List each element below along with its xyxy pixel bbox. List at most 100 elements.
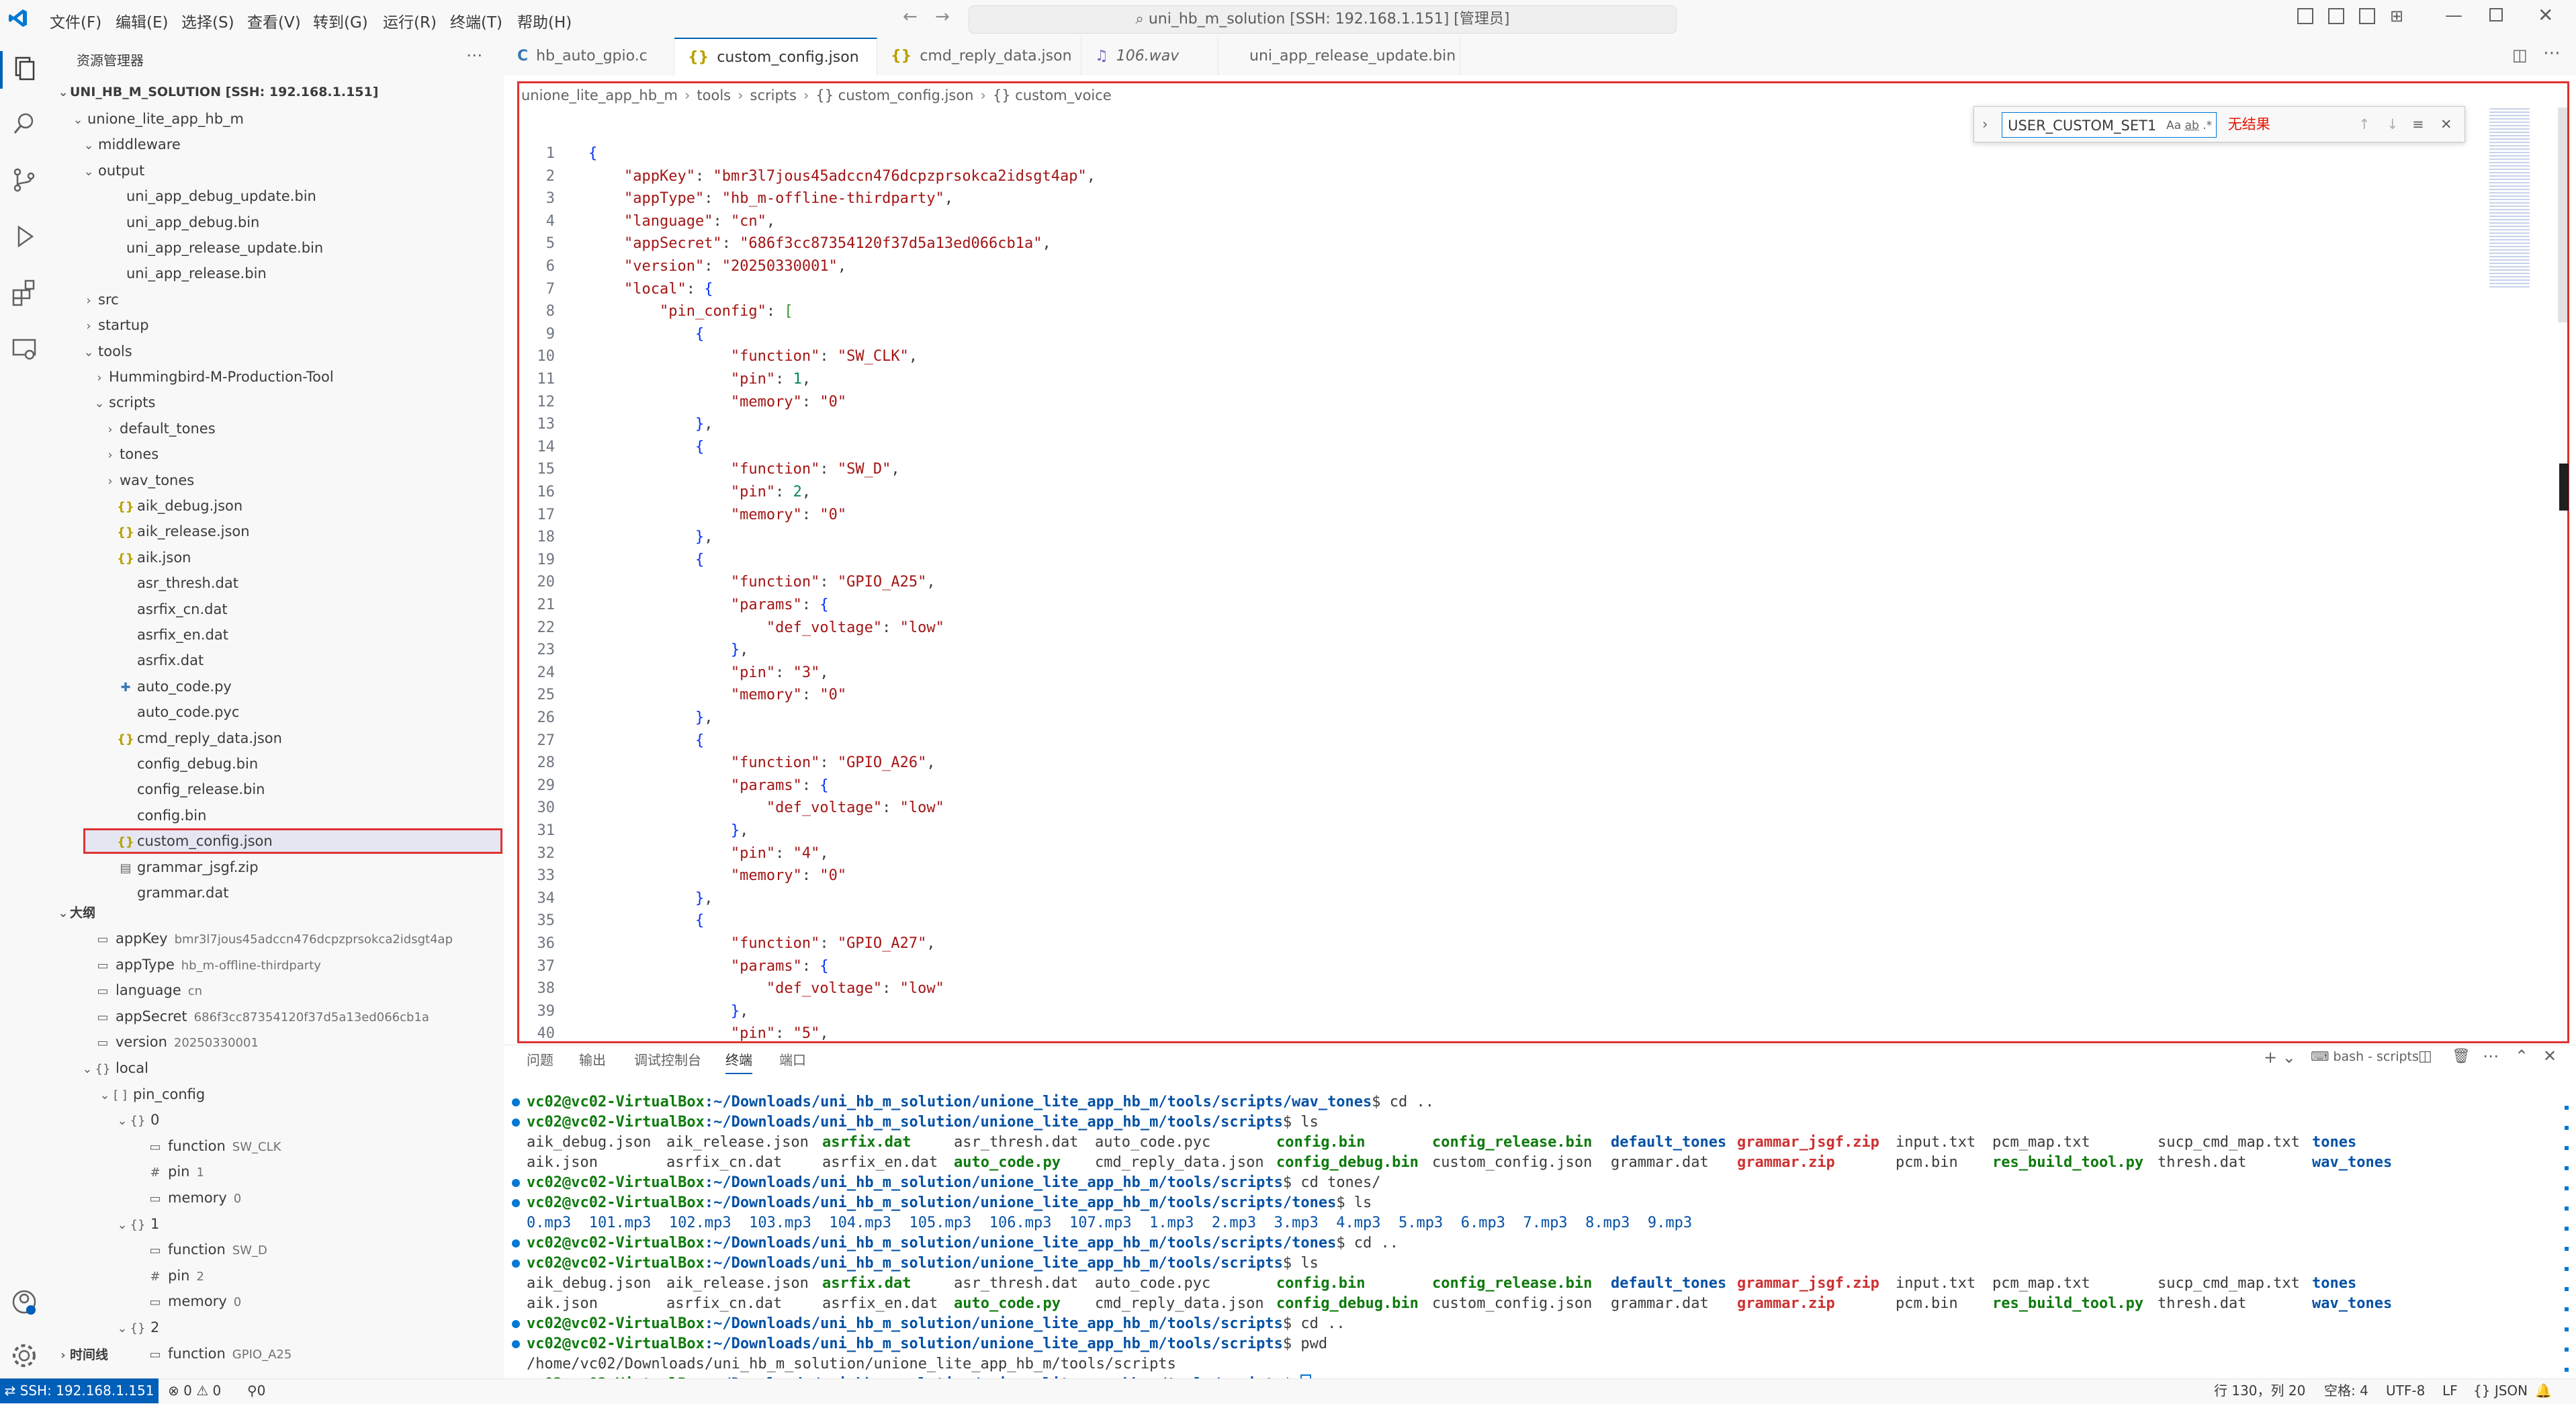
- encoding[interactable]: UTF-8: [2386, 1383, 2426, 1399]
- explorer-item[interactable]: ›tones: [50, 441, 504, 467]
- explorer-item[interactable]: uni_app_release.bin: [50, 261, 504, 286]
- editor-tab[interactable]: {}custom_config.json: [674, 38, 877, 75]
- panel-tab[interactable]: 终端: [725, 1049, 752, 1074]
- more-actions-icon[interactable]: ⋯: [466, 46, 482, 64]
- command-decoration-icon[interactable]: [512, 1340, 520, 1348]
- language-mode[interactable]: {} JSON: [2473, 1383, 2528, 1399]
- outline-item[interactable]: ⌄{}1: [50, 1211, 504, 1237]
- timeline-header[interactable]: ›时间线: [60, 1348, 109, 1362]
- menu-item[interactable]: 转到(G): [313, 14, 368, 32]
- panel-tab[interactable]: 输出: [579, 1052, 606, 1068]
- menu-item[interactable]: 查看(V): [247, 14, 301, 32]
- customize-layout-icon[interactable]: ⊞: [2390, 7, 2404, 26]
- command-decoration-icon[interactable]: [512, 1179, 520, 1187]
- menu-item[interactable]: 运行(R): [383, 14, 437, 32]
- kill-terminal-icon[interactable]: 🗑: [2452, 1048, 2471, 1065]
- close-find-icon[interactable]: ✕: [2440, 116, 2452, 132]
- ports-indicator[interactable]: ⚲0: [247, 1383, 266, 1399]
- toggle-panel-icon[interactable]: [2328, 8, 2344, 24]
- cursor-position[interactable]: 行 130，列 20: [2214, 1383, 2306, 1399]
- explorer-item[interactable]: ⌄tools: [50, 339, 504, 364]
- menu-item[interactable]: 文件(F): [50, 14, 102, 32]
- breadcrumb-item[interactable]: {} custom_config.json: [815, 87, 974, 103]
- menu-item[interactable]: 终端(T): [450, 14, 502, 32]
- explorer-item[interactable]: grammar.dat: [50, 880, 504, 906]
- explorer-item[interactable]: asr_thresh.dat: [50, 570, 504, 596]
- explorer-item[interactable]: config_release.bin: [50, 777, 504, 802]
- search-view-icon[interactable]: [9, 109, 39, 138]
- toggle-secondary-sidebar-icon[interactable]: [2359, 8, 2375, 24]
- explorer-item[interactable]: ›default_tones: [50, 416, 504, 441]
- run-debug-icon[interactable]: [9, 222, 39, 251]
- explorer-item[interactable]: uni_app_debug.bin: [50, 210, 504, 235]
- match-case-icon[interactable]: Aa: [2166, 119, 2182, 132]
- breadcrumb-item[interactable]: {} custom_voice: [992, 87, 1112, 103]
- explorer-item[interactable]: {}cmd_reply_data.json: [50, 726, 504, 751]
- command-decoration-icon[interactable]: [512, 1320, 520, 1328]
- outline-item[interactable]: ⌄{}0: [50, 1107, 504, 1133]
- command-decoration-icon[interactable]: [512, 1199, 520, 1207]
- explorer-item[interactable]: ›Hummingbird-M-Production-Tool: [50, 364, 504, 390]
- command-decoration-icon[interactable]: [512, 1118, 520, 1127]
- extensions-icon[interactable]: [9, 278, 39, 308]
- explorer-item[interactable]: uni_app_release_update.bin: [50, 235, 504, 261]
- explorer-item[interactable]: ⌄scripts: [50, 390, 504, 415]
- breadcrumb-item[interactable]: tools: [697, 87, 731, 103]
- breadcrumb-item[interactable]: unione_lite_app_hb_m: [521, 87, 678, 103]
- explorer-item[interactable]: {}aik_release.json: [50, 519, 504, 544]
- explorer-item[interactable]: {}aik.json: [50, 545, 504, 570]
- editor-more-icon[interactable]: ⋯: [2543, 43, 2561, 63]
- editor-tab[interactable]: ♫106.wav: [1081, 38, 1218, 75]
- explorer-item[interactable]: asrfix_en.dat: [50, 622, 504, 648]
- indentation[interactable]: 空格: 4: [2324, 1383, 2368, 1399]
- command-decoration-icon[interactable]: [512, 1260, 520, 1268]
- explorer-item[interactable]: ✚auto_code.py: [50, 674, 504, 699]
- explorer-icon[interactable]: [9, 52, 39, 82]
- forward-arrow-icon[interactable]: →: [935, 7, 950, 27]
- line-ending[interactable]: LF: [2442, 1383, 2458, 1399]
- workspace-root[interactable]: ⌄UNI_HB_M_SOLUTION [SSH: 192.168.1.151]: [58, 85, 379, 99]
- settings-gear-icon[interactable]: [9, 1341, 39, 1370]
- maximize-panel-icon[interactable]: ⌃: [2515, 1047, 2529, 1065]
- explorer-item[interactable]: asrfix_cn.dat: [50, 597, 504, 622]
- panel-tab[interactable]: 问题: [527, 1052, 553, 1068]
- source-control-icon[interactable]: [9, 165, 39, 195]
- regex-icon[interactable]: .*: [2203, 119, 2213, 132]
- new-terminal-icon[interactable]: + ⌄: [2264, 1048, 2296, 1067]
- command-center[interactable]: ⌕ uni_hb_m_solution [SSH: 192.168.1.151]…: [969, 5, 1677, 34]
- editor-scrollbar[interactable]: [2558, 107, 2567, 322]
- explorer-item[interactable]: ›wav_tones: [50, 468, 504, 493]
- explorer-item[interactable]: uni_app_debug_update.bin: [50, 183, 504, 209]
- split-terminal-icon[interactable]: ◫: [2418, 1048, 2432, 1065]
- account-icon[interactable]: [9, 1287, 39, 1317]
- menu-item[interactable]: 编辑(E): [116, 14, 169, 32]
- terminal-selector[interactable]: ⌨ bash - scripts: [2311, 1049, 2419, 1064]
- menu-item[interactable]: 选择(S): [181, 14, 234, 32]
- find-in-selection-icon[interactable]: ≡: [2412, 116, 2424, 132]
- next-match-icon[interactable]: ↓: [2387, 116, 2399, 132]
- close-panel-icon[interactable]: ✕: [2543, 1047, 2557, 1065]
- command-decoration-icon[interactable]: [512, 1239, 520, 1247]
- split-editor-icon[interactable]: ◫: [2512, 46, 2528, 64]
- panel-tab[interactable]: 调试控制台: [634, 1052, 701, 1068]
- toggle-replace-icon[interactable]: ›: [1982, 116, 1988, 132]
- explorer-item[interactable]: ▤grammar_jsgf.zip: [50, 854, 504, 880]
- remote-explorer-icon[interactable]: [9, 335, 39, 364]
- minimap[interactable]: [2489, 106, 2530, 288]
- editor-tab[interactable]: uni_app_release_update.bin: [1218, 38, 1460, 75]
- restore-icon[interactable]: [2489, 8, 2503, 21]
- remote-indicator[interactable]: ⇄ SSH: 192.168.1.151: [0, 1378, 159, 1403]
- explorer-item[interactable]: config.bin: [50, 803, 504, 828]
- explorer-item[interactable]: ⌄output: [50, 158, 504, 183]
- explorer-item[interactable]: asrfix.dat: [50, 648, 504, 673]
- breadcrumb-item[interactable]: scripts: [750, 87, 797, 103]
- previous-match-icon[interactable]: ↑: [2358, 116, 2370, 132]
